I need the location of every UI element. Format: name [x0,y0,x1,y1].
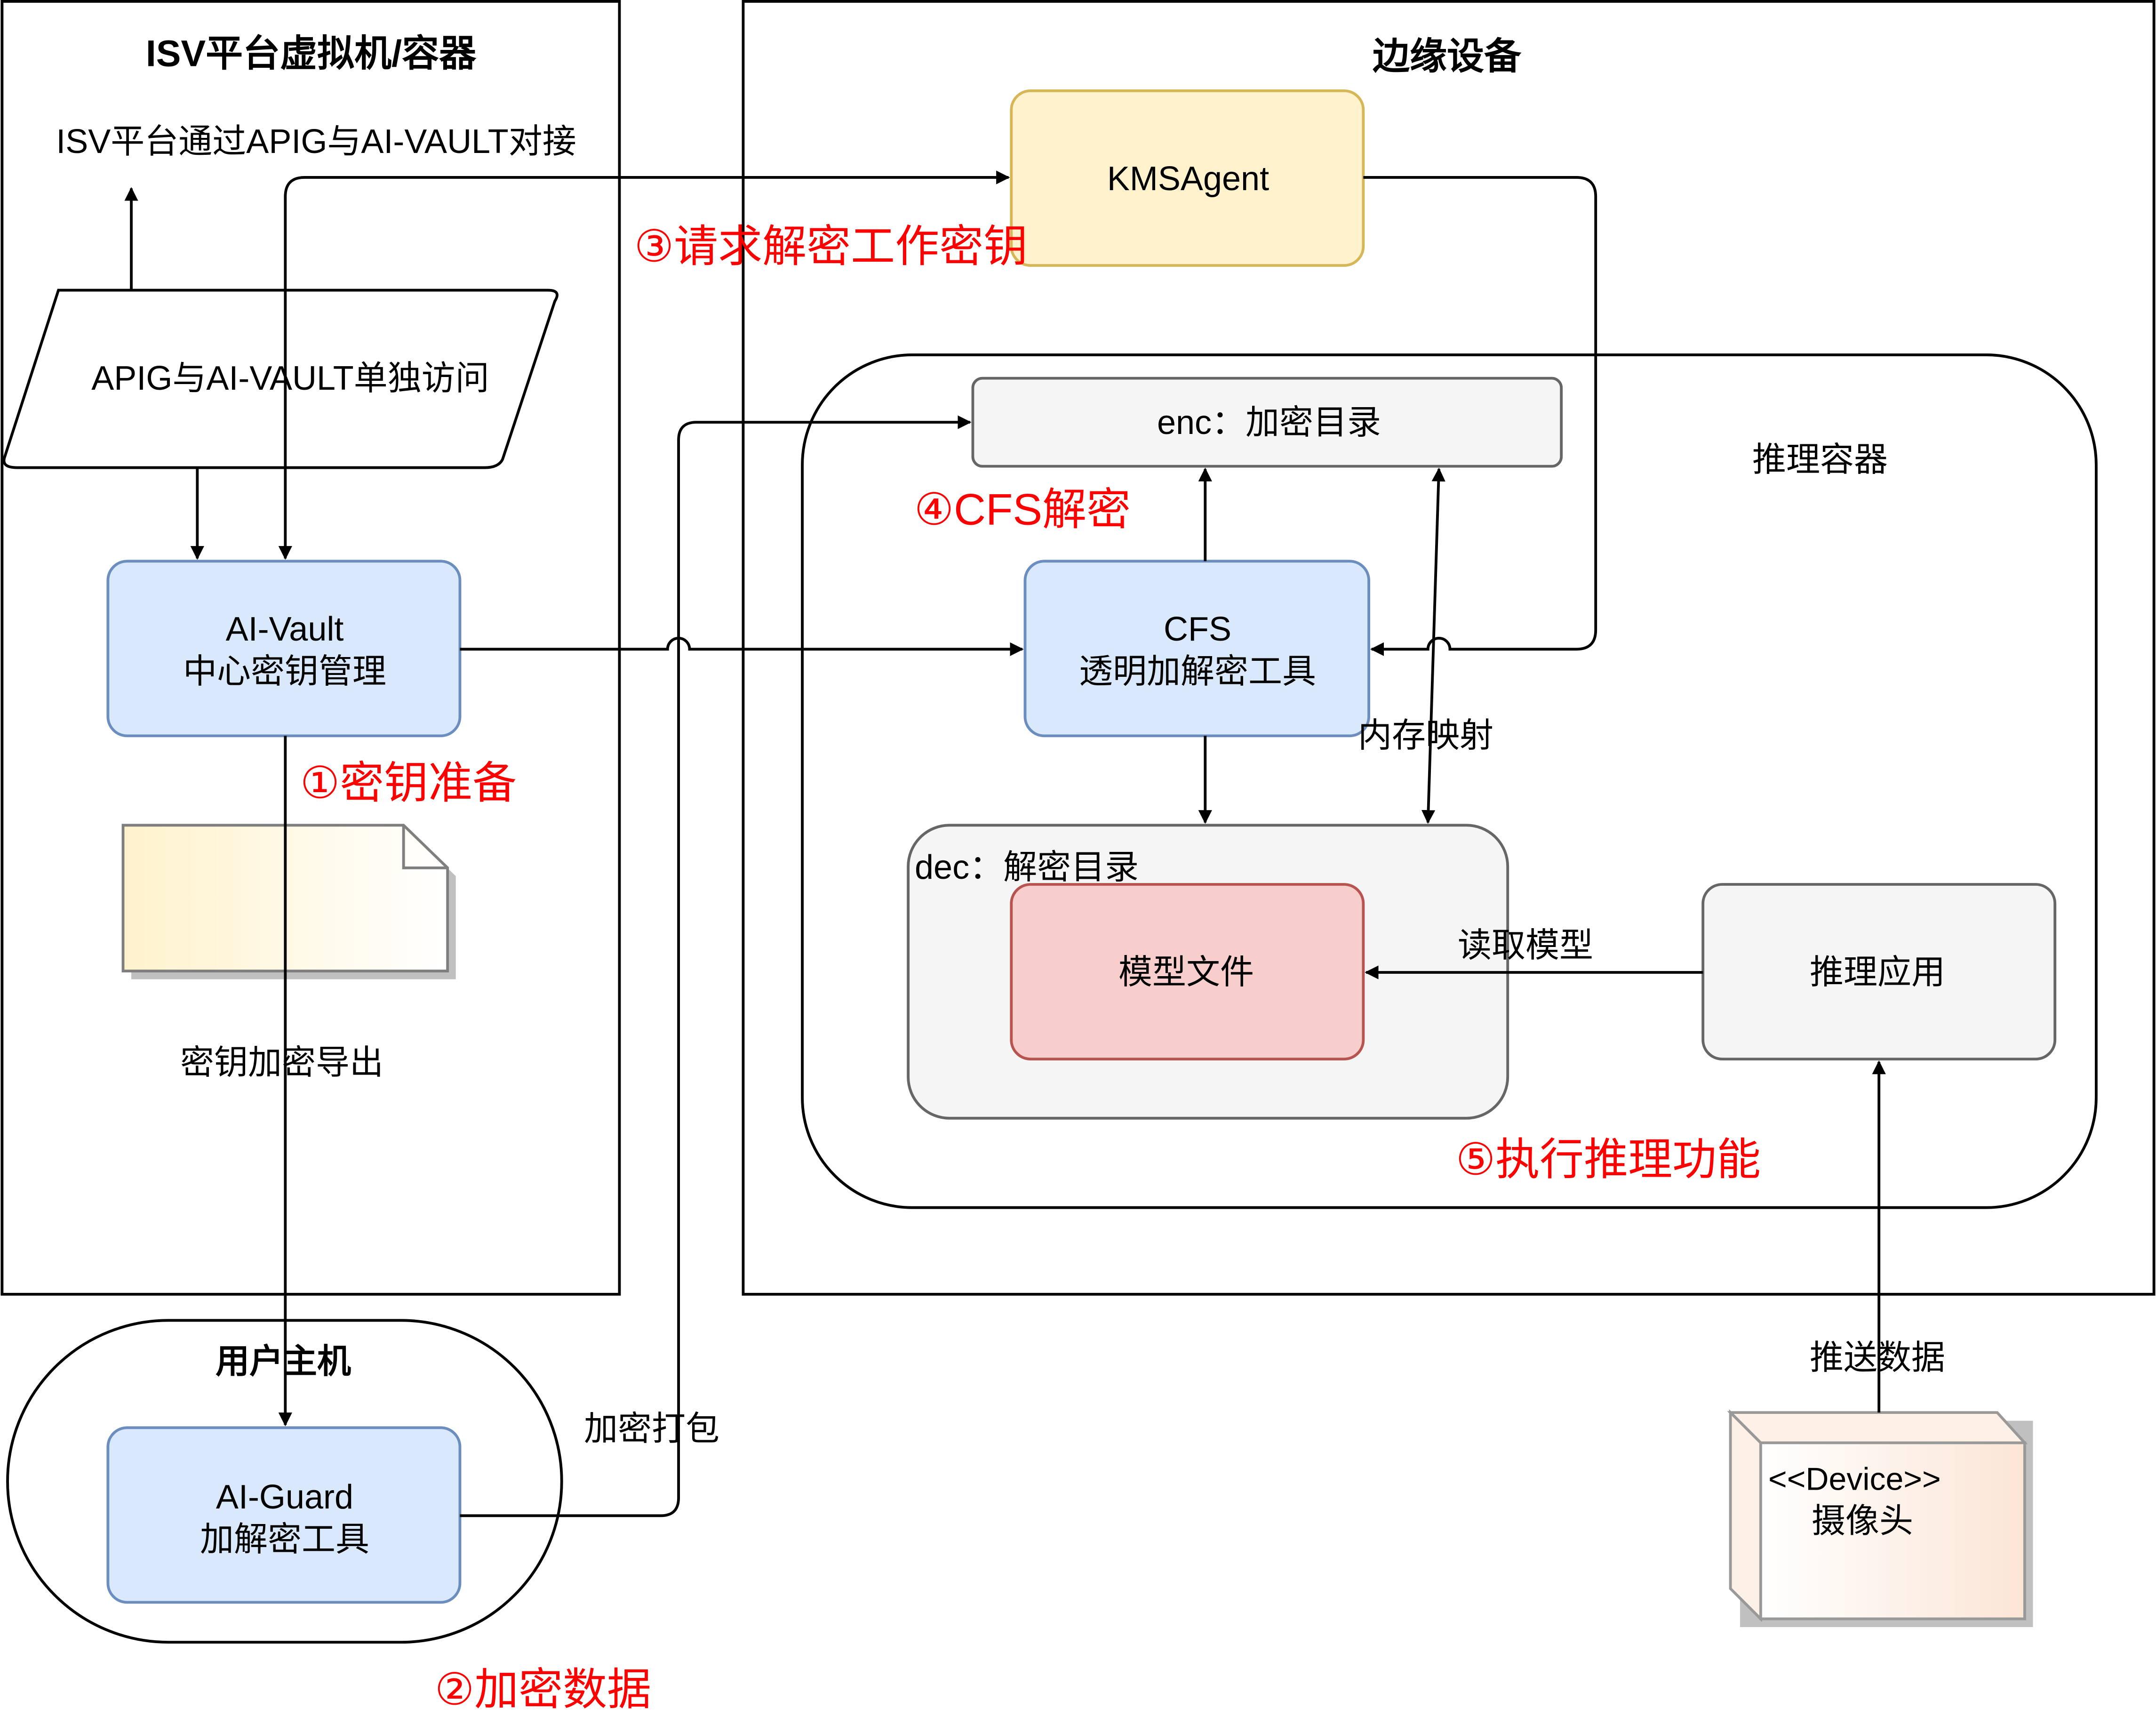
camera-device-side [1729,1409,1762,1622]
edge-vault-cfs [460,637,1024,656]
camera-name: 摄像头 [1811,1502,1914,1540]
cfs-label: CFS 透明加解密工具 [1079,608,1316,693]
ai-guard-name: AI-Guard [216,1478,354,1516]
edge-memory-map [1421,467,1445,824]
camera-device-box [1759,1441,2026,1621]
step4-label: ④CFS解密 [914,484,1131,534]
user-host-title: 用户主机 [215,1343,351,1380]
cfs-box [1023,560,1370,738]
apig-access-label: APIG与AI-VAULT单独访问 [91,360,489,397]
memory-map-label: 内存映射 [1357,717,1494,754]
edge-kms-vault [278,170,1010,560]
step3-label: ③请求解密工作密钥 [634,221,1028,271]
ai-vault-desc: 中心密钥管理 [183,653,387,690]
dec-dir-label: dec：解密目录 [915,849,1139,886]
camera-device-top [1727,1411,2028,1444]
ai-vault-label: AI-Vault 中心密钥管理 [183,608,386,693]
ai-guard-label: AI-Guard 加解密工具 [200,1476,369,1561]
encrypt-pack-label: 加密打包 [583,1410,720,1448]
step2-label: ②加密数据 [434,1664,652,1714]
model-file-label: 模型文件 [1118,954,1254,991]
step5-label: ⑤执行推理功能 [1455,1134,1761,1184]
edge-guard-enc [460,415,972,1517]
inference-container-title: 推理容器 [1752,441,1888,479]
isv-platform-title: ISV平台虚拟机/容器 [145,32,477,74]
ai-guard-desc: 加解密工具 [200,1521,370,1558]
cfs-desc: 透明加解密工具 [1078,653,1317,690]
step1-label: ①密钥准备 [300,758,517,808]
model-file-box [1010,883,1365,1061]
push-data-label: 推送数据 [1809,1339,1946,1377]
key-export-label: 密钥加密导出 [180,1044,384,1082]
note-fold [402,825,448,869]
ai-vault-name: AI-Vault [225,610,344,648]
camera-stereotype: <<Device>> [1768,1461,1941,1497]
edge-device-title: 边缘设备 [1373,35,1521,77]
enc-dir-label: enc：加密目录 [1157,404,1381,441]
read-model-label: 读取模型 [1457,927,1594,964]
inference-container [801,353,2098,1209]
apig-note-text: ISV平台通过APIG与AI-VAULT对接 [56,123,576,160]
cfs-name: CFS [1163,610,1231,648]
inference-app-label: 推理应用 [1809,954,1946,991]
kms-agent-label: KMSAgent [1107,160,1270,198]
